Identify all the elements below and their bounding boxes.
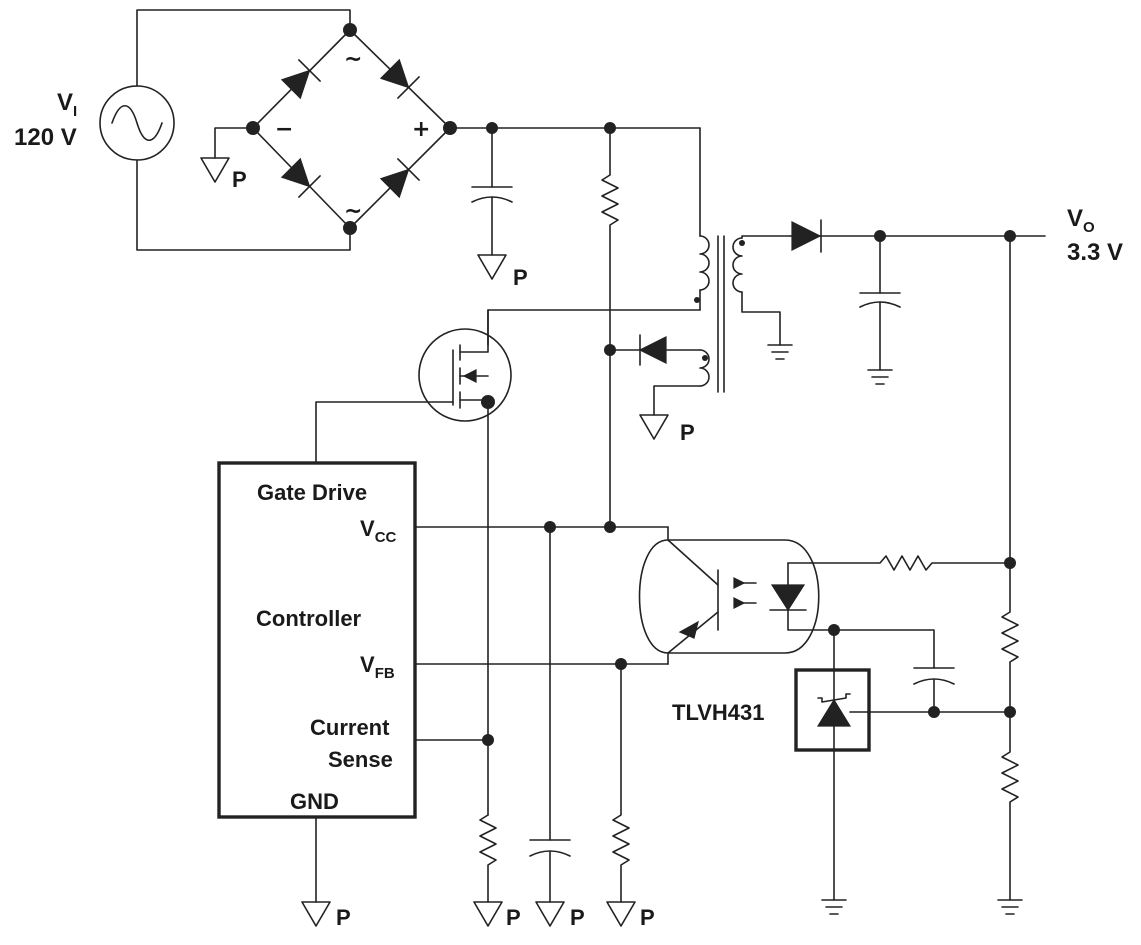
current-sense-label-line2: Sense — [328, 747, 393, 772]
bridge-minus-label: − — [275, 117, 293, 142]
bulk-capacitor — [471, 127, 513, 280]
bridge-diode-bottom-left — [280, 157, 321, 198]
ground-p-label-aux: P — [680, 420, 695, 445]
output-capacitor — [859, 235, 901, 385]
ground-p-label-bridge: P — [232, 167, 247, 192]
bridge-plus-label: + — [412, 117, 430, 142]
controller-block — [217, 461, 417, 819]
bridge-diode-top-left — [280, 59, 321, 100]
bridge-rectifier — [246, 23, 457, 235]
vcc-capacitor — [529, 526, 571, 927]
output-voltage-label: VO — [1067, 205, 1095, 236]
ground-p-symbol-bridge — [200, 157, 230, 183]
vcc-pin-label: VCC — [360, 516, 397, 546]
ground-p-label-sense: P — [506, 905, 521, 930]
divider-resistor-bottom — [1001, 711, 1019, 901]
gnd-pin-label: GND — [290, 789, 339, 814]
divider-resistor-top — [1001, 562, 1019, 713]
ground-p-label-feedback: P — [640, 905, 655, 930]
feedback-resistor — [606, 663, 636, 927]
bridge-tilde-top: ~ — [344, 47, 362, 72]
bridge-diode-top-right — [379, 58, 420, 99]
current-sense-label-line1: Current — [310, 715, 390, 740]
bridge-tilde-bottom: ~ — [344, 199, 362, 224]
ground-p-label-bulkcap: P — [513, 265, 528, 290]
led-bias-resistor — [809, 555, 1011, 571]
compensation-capacitor — [833, 629, 955, 713]
gate-drive-label: Gate Drive — [257, 480, 367, 505]
ac-source — [99, 9, 351, 251]
flyback-transformer — [694, 127, 793, 393]
bridge-diode-bottom-right — [379, 158, 420, 199]
current-sense-resistor — [473, 814, 503, 927]
input-voltage-value: 120 V — [14, 124, 77, 151]
ground-p-label-controller: P — [336, 905, 351, 930]
tlvh431-shunt-reference — [794, 629, 1011, 915]
input-voltage-label: VI — [57, 89, 77, 120]
vfb-pin-label: VFB — [360, 652, 395, 682]
tlvh431-label: TLVH431 — [672, 700, 765, 725]
startup-resistor — [601, 127, 619, 528]
output-voltage-value: 3.3 V — [1067, 239, 1123, 266]
controller-title: Controller — [256, 606, 362, 631]
optocoupler — [638, 539, 837, 654]
aux-diode — [638, 334, 667, 366]
mosfet-switch — [315, 309, 512, 816]
output-diode — [791, 219, 822, 253]
ground-p-label-vcccap: P — [570, 905, 585, 930]
